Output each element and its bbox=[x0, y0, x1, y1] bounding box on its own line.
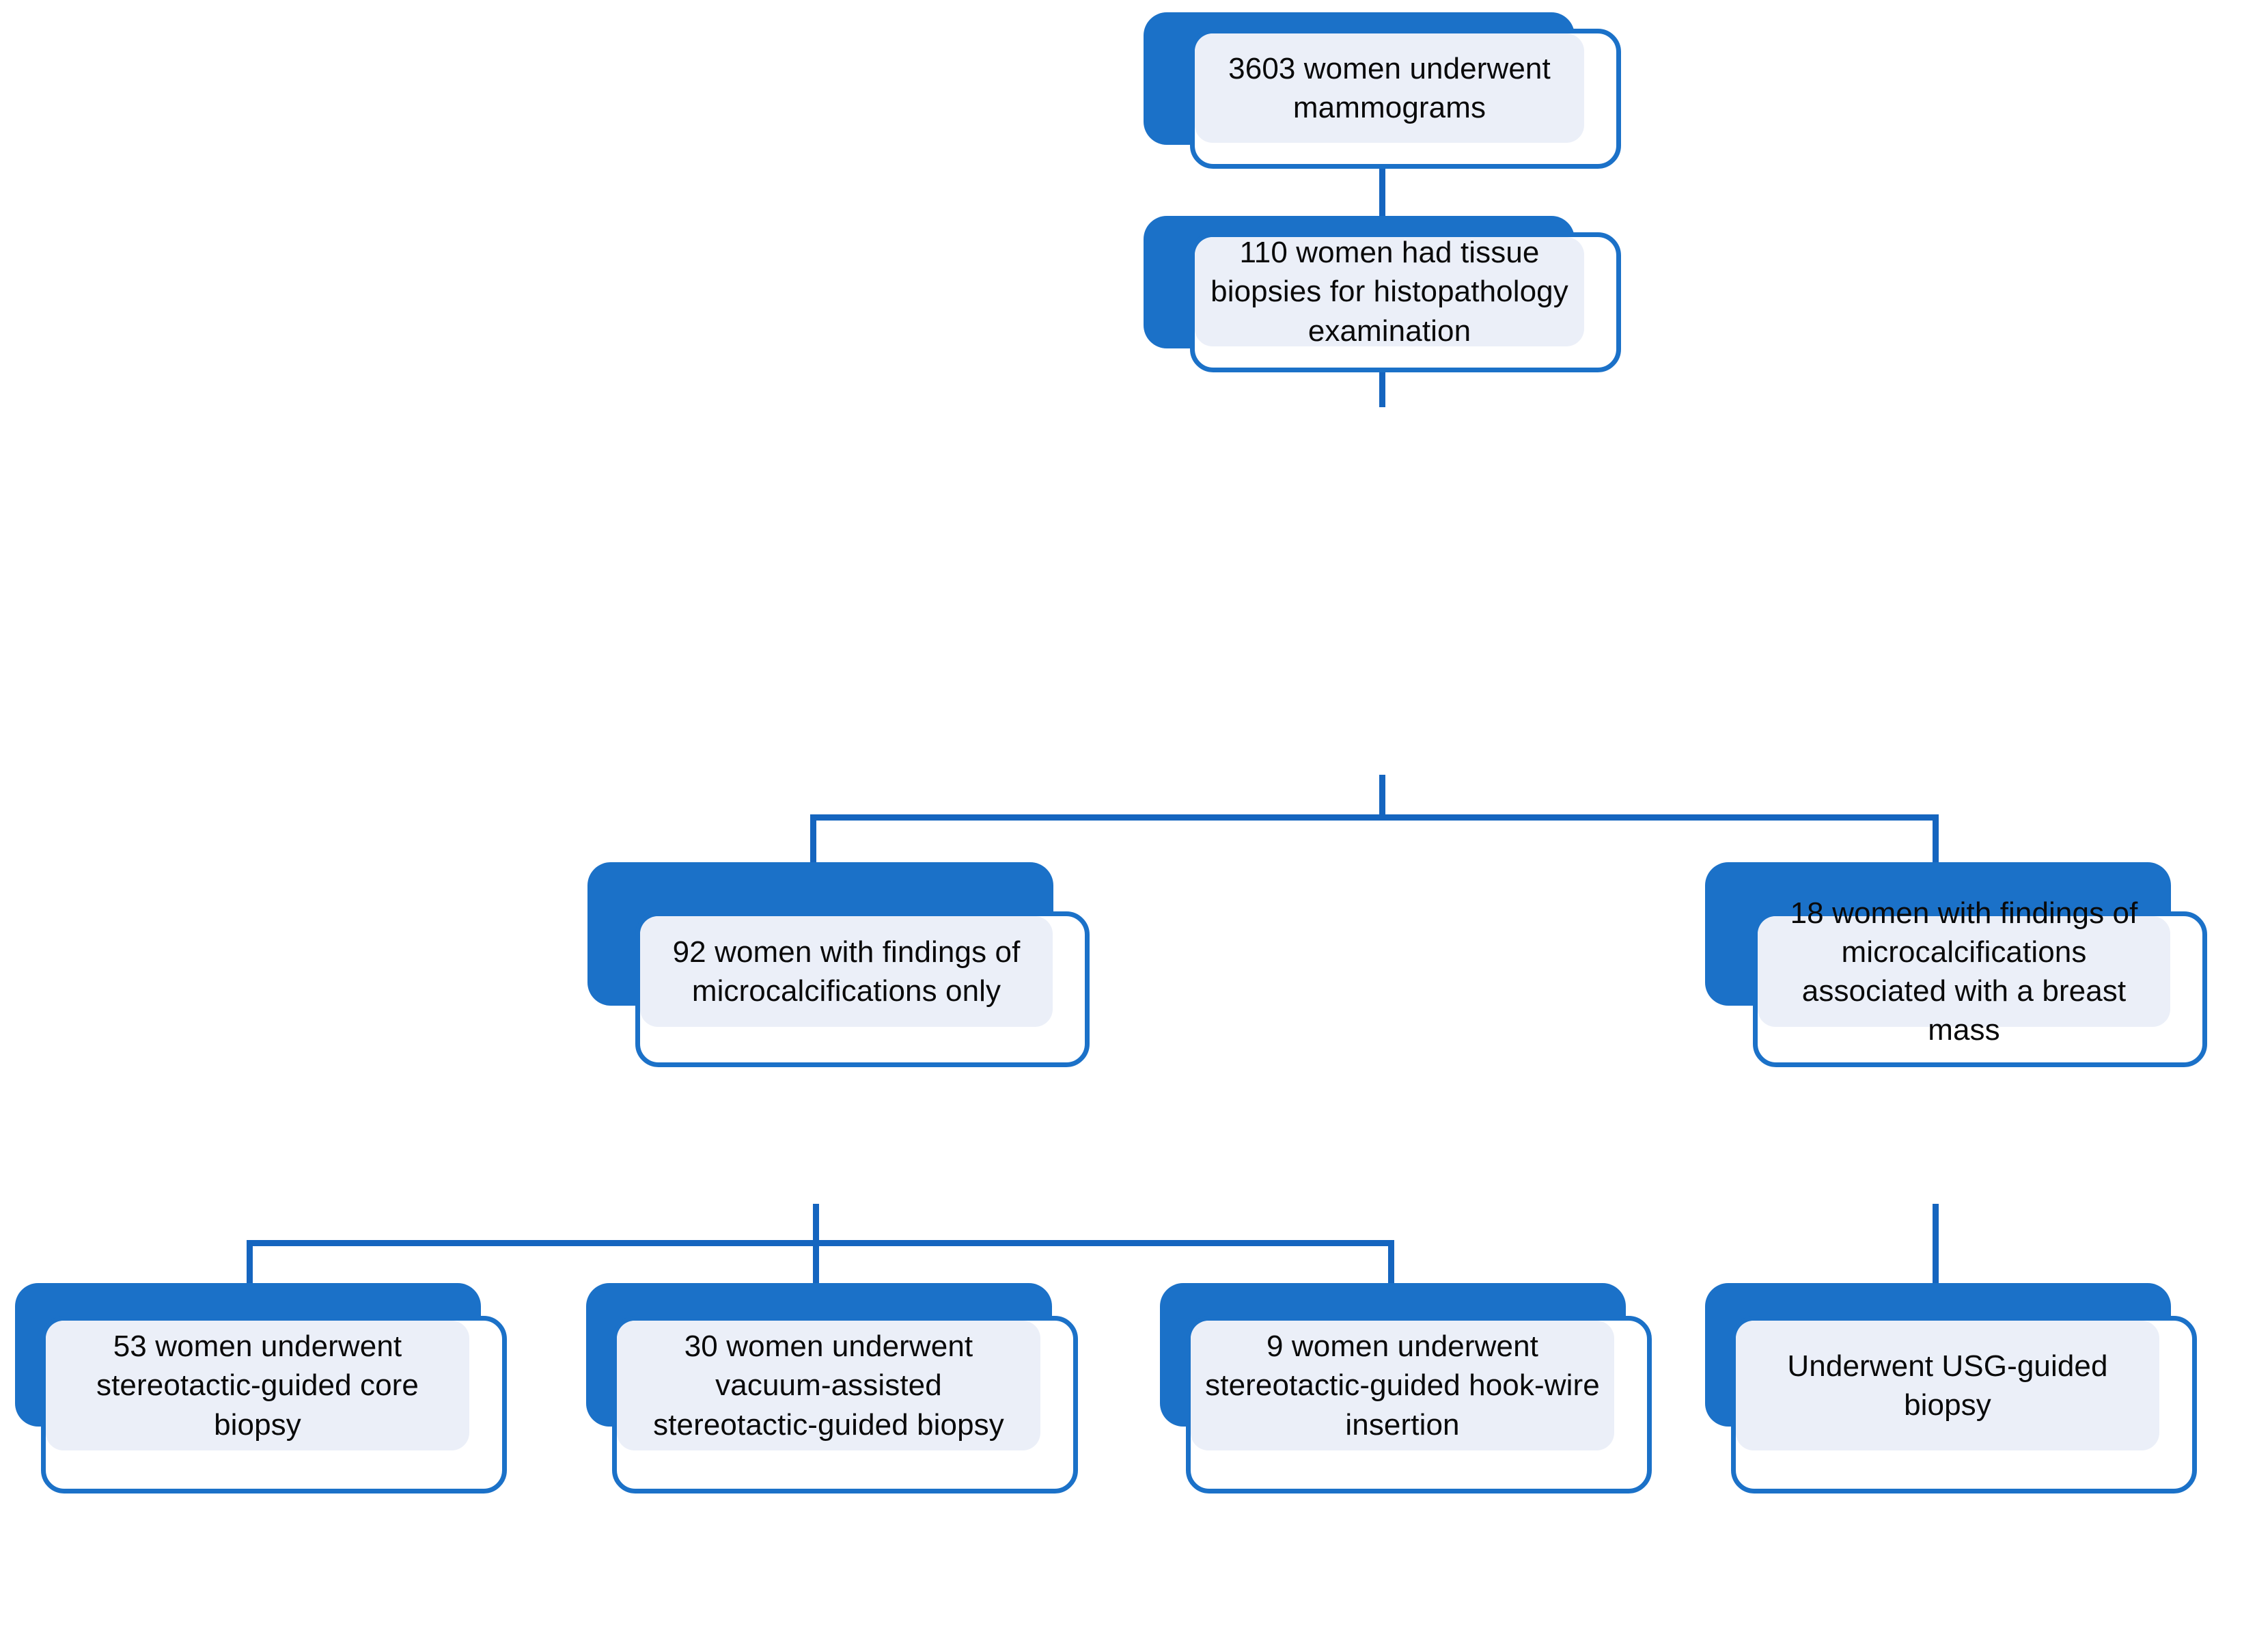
node-label: 53 women underwent stereotactic-guided c… bbox=[96, 1330, 419, 1442]
node-mammograms[interactable]: 3603 women underwent mammograms bbox=[1144, 12, 1622, 169]
node-label: 3603 women underwent mammograms bbox=[1228, 51, 1551, 124]
connector-n2-to-n3-drop bbox=[810, 814, 816, 862]
node-usg-guided-biopsy[interactable]: Underwent USG-guided biopsy bbox=[1705, 1283, 2197, 1493]
node-label: 92 women with findings of microcalcifica… bbox=[672, 935, 1021, 1008]
node-label: 30 women underwent vacuum-assisted stere… bbox=[653, 1330, 1004, 1442]
node-hook-wire-insertion[interactable]: 9 women underwent stereotactic-guided ho… bbox=[1160, 1283, 1652, 1493]
node-body: 3603 women underwent mammograms bbox=[1195, 33, 1584, 143]
node-vacuum-assisted-biopsy[interactable]: 30 women underwent vacuum-assisted stere… bbox=[586, 1283, 1078, 1493]
node-tissue-biopsies[interactable]: 110 women had tissue biopsies for histop… bbox=[1144, 216, 1622, 373]
node-label: 18 women with findings of microcalcifica… bbox=[1790, 896, 2138, 1047]
connector-n3-to-n6-drop bbox=[813, 1240, 819, 1285]
node-microcalcifications-only[interactable]: 92 women with findings of microcalcifica… bbox=[587, 862, 1090, 1067]
node-label: 9 women underwent stereotactic-guided ho… bbox=[1205, 1330, 1600, 1442]
connector-n3-bus bbox=[247, 1240, 1394, 1246]
connector-n2-stem bbox=[1379, 368, 1385, 407]
connector-n3-to-n7-drop bbox=[1388, 1240, 1394, 1285]
connector-n1-n2 bbox=[1379, 164, 1385, 217]
connector-n2-bus bbox=[810, 814, 1936, 821]
node-body: Underwent USG-guided biopsy bbox=[1736, 1321, 2159, 1450]
node-body: 18 women with findings of microcalcifica… bbox=[1758, 896, 2170, 1047]
node-label: 110 women had tissue biopsies for histop… bbox=[1210, 236, 1568, 348]
node-body: 92 women with findings of microcalcifica… bbox=[640, 916, 1053, 1027]
connector-n2-to-n4-drop bbox=[1933, 814, 1939, 862]
connector-n3-to-n5-drop bbox=[247, 1240, 253, 1285]
node-body: 30 women underwent vacuum-assisted stere… bbox=[617, 1321, 1040, 1450]
connector-n3-stem bbox=[813, 1204, 819, 1242]
node-core-biopsy[interactable]: 53 women underwent stereotactic-guided c… bbox=[15, 1283, 507, 1493]
node-body: 9 women underwent stereotactic-guided ho… bbox=[1191, 1321, 1614, 1450]
connector-n2-stem-lower bbox=[1379, 775, 1385, 817]
node-microcalcifications-with-mass[interactable]: 18 women with findings of microcalcifica… bbox=[1705, 862, 2207, 1067]
node-body: 53 women underwent stereotactic-guided c… bbox=[46, 1321, 469, 1450]
node-body: 110 women had tissue biopsies for histop… bbox=[1195, 236, 1584, 348]
connector-n4-n8 bbox=[1933, 1204, 1939, 1286]
node-label: Underwent USG-guided biopsy bbox=[1787, 1349, 2108, 1422]
